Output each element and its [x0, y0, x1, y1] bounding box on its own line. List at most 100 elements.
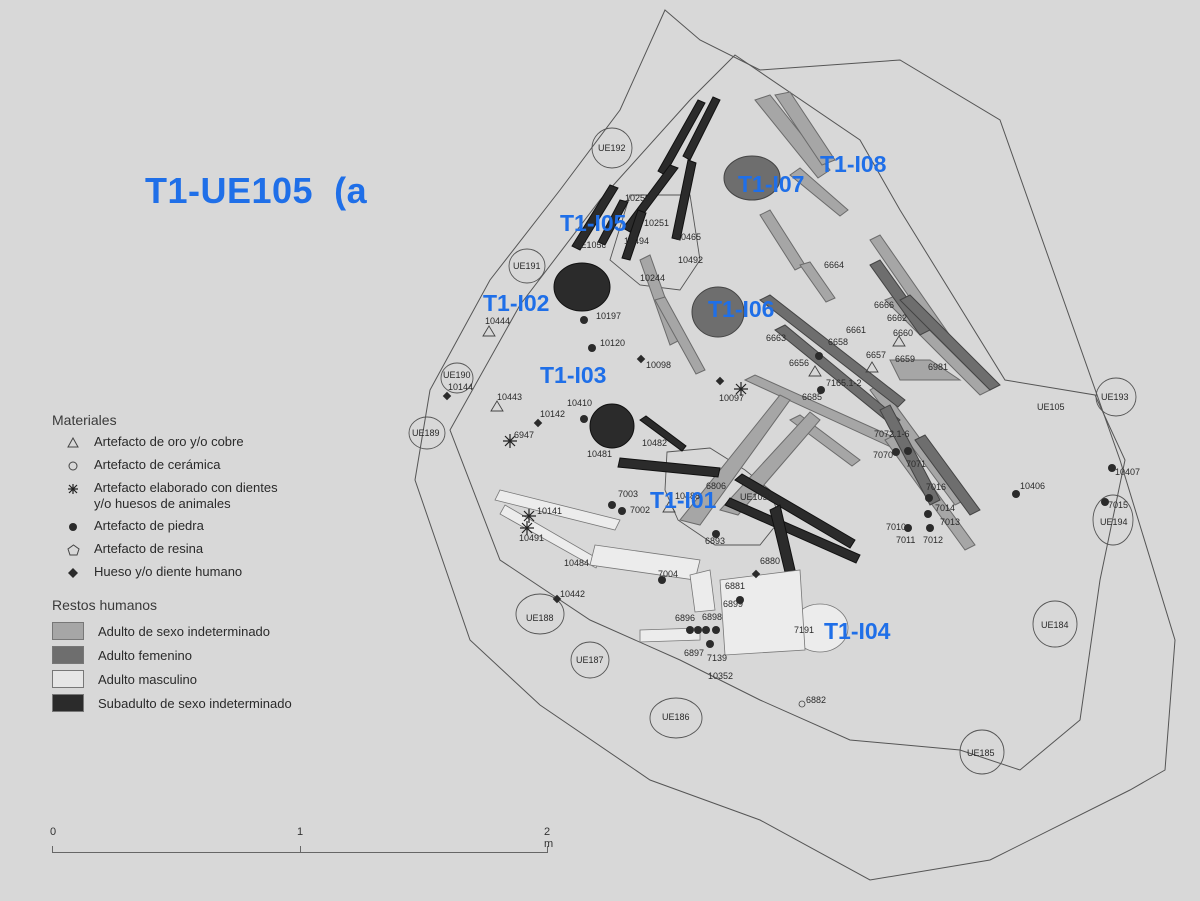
svg-text:UE188: UE188	[526, 613, 554, 623]
svg-text:7165.1-2: 7165.1-2	[826, 378, 862, 388]
svg-text:10442: 10442	[560, 589, 585, 599]
legend-row: Adulto femenino	[52, 643, 292, 667]
legend-row: Subadulto de sexo indeterminado	[52, 691, 292, 715]
svg-text:10492: 10492	[678, 255, 703, 265]
legend-label: Hueso y/o diente humano	[94, 564, 243, 579]
individual-label: T1-I08	[820, 151, 887, 177]
svg-text:6896: 6896	[675, 613, 695, 623]
svg-text:6898: 6898	[702, 612, 722, 622]
svg-text:10142: 10142	[540, 409, 565, 419]
human-bone-finds	[442, 354, 761, 604]
svg-text:10406: 10406	[1020, 481, 1045, 491]
scale-bar: 0 1 2 m	[50, 826, 553, 866]
svg-text:6663: 6663	[766, 333, 786, 343]
svg-text:6664: 6664	[824, 260, 844, 270]
svg-text:10482: 10482	[642, 438, 667, 448]
svg-text:10443: 10443	[497, 392, 522, 402]
svg-text:7003: 7003	[618, 489, 638, 499]
legend-label: Adulto de sexo indeterminado	[98, 623, 271, 639]
scale-label: 0	[50, 826, 57, 838]
individual-label: T1-I03	[540, 362, 607, 388]
individual-label: T1-I04	[824, 618, 891, 644]
svg-text:10410: 10410	[567, 398, 592, 408]
legend-materials-header: Materiales	[52, 412, 117, 428]
svg-text:10352: 10352	[708, 671, 733, 681]
svg-text:7191: 7191	[794, 625, 814, 635]
svg-text:7012: 7012	[923, 535, 943, 545]
pentagon-icon	[52, 541, 94, 556]
svg-text:10144: 10144	[448, 382, 473, 392]
svg-text:UE191: UE191	[513, 261, 541, 271]
svg-text:UE189: UE189	[412, 428, 440, 438]
stone-artifacts	[580, 316, 1116, 648]
svg-text:7070: 7070	[873, 450, 893, 460]
svg-text:10444: 10444	[485, 316, 510, 326]
burial-pit-outline	[449, 54, 1126, 771]
svg-text:6660: 6660	[893, 328, 913, 338]
scale-tick	[52, 846, 53, 853]
legend-row: Adulto masculino	[52, 667, 292, 691]
individual-label: T1-I05	[560, 210, 627, 236]
filled-circle-icon	[52, 518, 94, 533]
swatch	[52, 622, 84, 640]
svg-text:6882: 6882	[806, 695, 826, 705]
svg-text:10491: 10491	[519, 533, 544, 543]
svg-text:7010: 7010	[886, 522, 906, 532]
legend-label: Artefacto elaborado con dientes	[94, 480, 278, 495]
svg-text:7015: 7015	[1108, 500, 1128, 510]
svg-text:6893: 6893	[705, 536, 725, 546]
legend-row: Artefacto de resina	[52, 541, 292, 564]
svg-text:6881: 6881	[725, 581, 745, 591]
svg-text:10097: 10097	[719, 393, 744, 403]
svg-text:10465: 10465	[676, 232, 701, 242]
svg-text:7013: 7013	[940, 517, 960, 527]
triangle-icon	[52, 434, 94, 448]
remains-adult-female	[691, 155, 1001, 516]
svg-text:6666: 6666	[874, 300, 894, 310]
legend-row: Artefacto de cerámica	[52, 457, 292, 480]
legend-remains-header: Restos humanos	[52, 597, 158, 613]
circle-outline-icon	[52, 457, 94, 472]
unit-outlines	[408, 127, 1137, 775]
svg-text:UE184: UE184	[1041, 620, 1069, 630]
legend-row: Artefacto de piedra	[52, 518, 292, 541]
animal-bone-artifacts	[503, 382, 748, 535]
svg-text:6659: 6659	[895, 354, 915, 364]
svg-text:6806: 6806	[706, 481, 726, 491]
svg-text:10120: 10120	[600, 338, 625, 348]
svg-text:10141: 10141	[537, 506, 562, 516]
svg-text:7016: 7016	[926, 482, 946, 492]
individual-label: T1-I02	[483, 290, 550, 316]
svg-text:7139: 7139	[707, 653, 727, 663]
svg-text:UE105: UE105	[1037, 402, 1065, 412]
svg-text:6897: 6897	[684, 648, 704, 658]
legend-row: Adulto de sexo indeterminado	[52, 619, 292, 643]
svg-text:6661: 6661	[846, 325, 866, 335]
svg-text:10488: 10488	[675, 491, 700, 501]
individual-label: T1-I07	[738, 171, 805, 197]
svg-text:10197: 10197	[596, 311, 621, 321]
legend-label: Artefacto de cerámica	[94, 457, 221, 472]
svg-text:10481: 10481	[587, 449, 612, 459]
svg-text:UE105b: UE105b	[740, 492, 773, 502]
svg-text:7071: 7071	[906, 459, 926, 469]
legend-row: Artefacto de oro y/o cobre	[52, 434, 292, 457]
svg-text:6685: 6685	[802, 392, 822, 402]
svg-text:10244: 10244	[640, 273, 665, 283]
legend-label: Artefacto de piedra	[94, 518, 204, 533]
legend-label: Adulto masculino	[98, 671, 197, 687]
individual-label: T1-I01	[650, 487, 717, 513]
scale-label: 1	[297, 826, 304, 838]
scale-tick	[300, 846, 301, 853]
excavation-outline	[414, 9, 1176, 881]
svg-text:7072.1-6: 7072.1-6	[874, 429, 910, 439]
remains-subadult	[553, 96, 861, 573]
plan-title: T1-UE105 (a	[145, 170, 368, 211]
legend-label: Adulto femenino	[98, 647, 192, 663]
svg-text:UE194: UE194	[1100, 517, 1128, 527]
svg-text:7002: 7002	[630, 505, 650, 515]
scale-tick	[547, 846, 548, 853]
